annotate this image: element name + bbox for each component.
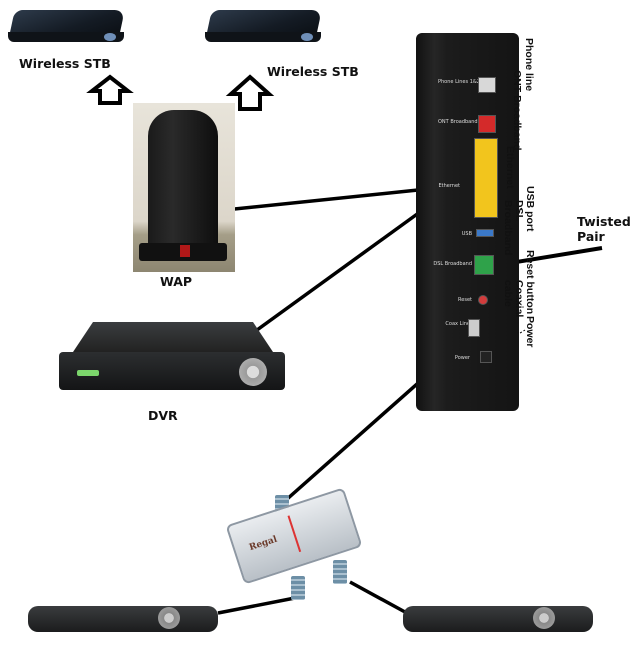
cable-splitter-stb-right (349, 580, 406, 614)
cable-splitter-stb-left (217, 595, 301, 615)
wap-device (133, 103, 235, 272)
wireless-stb-device (6, 6, 126, 46)
callout-ethernet: Ethernet (504, 146, 516, 189)
stb-bottom-left (28, 598, 218, 638)
twisted-pair-label: Twisted Pair (577, 214, 631, 244)
power-port (480, 351, 492, 363)
callout-dsl-broadband: DSL Broadband (502, 200, 525, 256)
wireless-stb-device (203, 6, 323, 46)
wireless-stb-label: Wireless STB (19, 56, 111, 71)
port-label-power: Power (454, 355, 470, 361)
port-label-phone: Phone Lines 1&2 (438, 79, 480, 85)
port-label-reset: Reset (458, 297, 472, 303)
dsl-broadband-port (474, 255, 494, 275)
port-label-dsl: DSL Broadband (433, 261, 472, 267)
callout-reset-button: Reset button (524, 250, 536, 315)
dvr-label: DVR (148, 408, 178, 423)
callout-usb-port: USB port (524, 186, 536, 232)
cable-wap-gateway (214, 188, 419, 213)
port-label-coax: Coax Line (445, 321, 470, 327)
splitter-brand: Regal (248, 534, 279, 554)
ont-broadband-port (478, 115, 496, 133)
port-label-ont: ONT Broadband (438, 119, 478, 125)
cable-dvr-gateway (255, 210, 422, 332)
up-arrow-icon (86, 74, 134, 105)
port-label-ethernet: Ethernet (438, 183, 460, 189)
wap-label: WAP (160, 274, 193, 289)
callout-coaxial-cable: Coaxial cable (502, 280, 525, 318)
up-arrow-icon (225, 74, 275, 111)
splitter-output-connector (333, 560, 347, 584)
callout-ont-broadband: ONT Broadband (511, 70, 523, 151)
stb-bottom-right (403, 598, 593, 638)
wireless-stb-label: Wireless STB (267, 64, 359, 79)
reset-button (478, 295, 488, 305)
callout-phone-line: Phone line (523, 38, 535, 92)
coax-port (468, 319, 480, 337)
phone-port (478, 77, 496, 93)
twisted-pair-label-line1: Twisted (577, 214, 631, 229)
ethernet-ports (474, 138, 498, 218)
dvr-device (55, 320, 290, 400)
twisted-pair-label-line2: Pair (577, 229, 605, 244)
usb-port (476, 229, 494, 237)
splitter-output-connector (291, 576, 305, 600)
gateway-router: Phone Lines 1&2 ONT Broadband Ethernet U… (416, 33, 519, 411)
port-label-usb: USB (461, 231, 472, 237)
callout-power: Power (524, 316, 536, 348)
